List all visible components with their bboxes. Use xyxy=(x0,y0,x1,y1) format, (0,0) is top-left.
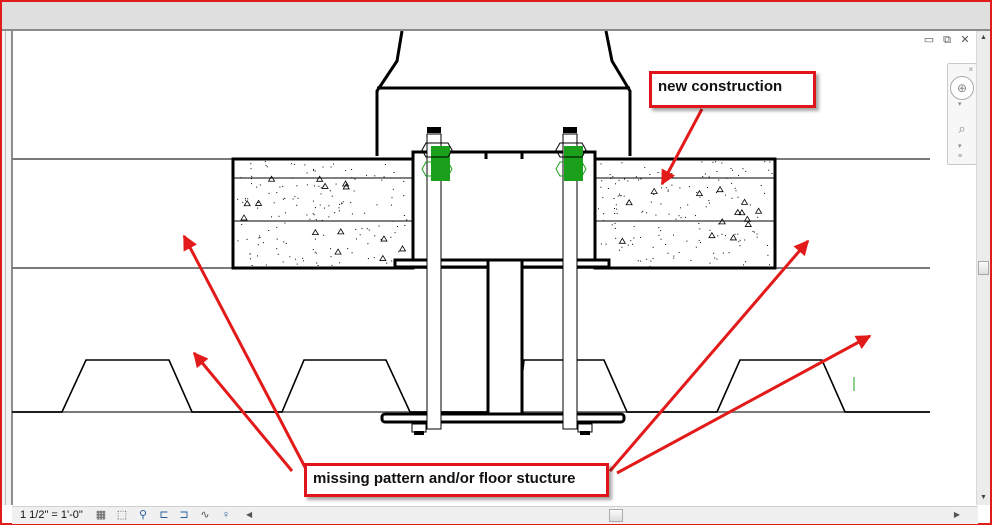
column-taper xyxy=(375,30,404,156)
arrow-new-construction xyxy=(660,108,704,186)
zoom-fit-icon[interactable]: ⊕ xyxy=(950,76,974,100)
scroll-up-icon[interactable]: ▲ xyxy=(980,34,987,41)
reveal-hidden-icon[interactable]: ♀ xyxy=(221,509,231,521)
view-control-bar: 1 1/2" = 1'-0" ▦ ⬚ ⚲ ⊏ ⊐ ∿ ♀ ◀ ▶ xyxy=(12,506,978,524)
view-window-controls: ▭ ⧉ ✕ xyxy=(922,34,972,46)
arrow-missing-1 xyxy=(182,234,309,472)
concrete-slab-left xyxy=(231,157,415,270)
scroll-left-icon[interactable]: ◀ xyxy=(246,510,253,519)
show-crop-region-icon[interactable]: ⊐ xyxy=(179,509,189,521)
minimize-icon[interactable]: ▭ xyxy=(923,34,935,46)
section-drawing xyxy=(12,30,930,475)
vertical-scroll-thumb[interactable] xyxy=(978,261,989,275)
arrow-missing-3 xyxy=(608,239,810,472)
drawing-canvas[interactable] xyxy=(12,30,978,505)
view-scale[interactable]: 1 1/2" = 1'-0" xyxy=(20,509,83,521)
temporary-hide-icon[interactable]: ∿ xyxy=(200,509,210,521)
callout-missing-pattern: missing pattern and/or floor stucture xyxy=(304,463,609,497)
horizontal-scroll-thumb[interactable] xyxy=(609,509,623,522)
arrow-missing-4 xyxy=(616,334,872,475)
detail-level-icon[interactable]: ▦ xyxy=(95,509,107,521)
navigation-bar: × ⊕ ▾ ⌕ ▾ ≡ xyxy=(947,63,977,165)
scroll-right-icon[interactable]: ▶ xyxy=(953,510,960,519)
anchor-rod-right xyxy=(555,127,593,435)
chevron-down-icon[interactable]: ▾ xyxy=(958,101,962,108)
arrow-missing-2 xyxy=(192,351,294,472)
sun-path-off-icon[interactable]: ⚲ xyxy=(138,509,148,521)
close-icon[interactable]: ✕ xyxy=(960,34,970,46)
metal-deck-profile xyxy=(12,359,930,413)
vertical-scrollbar[interactable]: ▲ ▼ xyxy=(976,31,990,505)
concrete-slab-right xyxy=(593,157,777,270)
anchor-rod-left xyxy=(411,127,453,435)
column-web xyxy=(486,258,524,422)
bottom-plate xyxy=(380,412,626,424)
scroll-down-icon[interactable]: ▼ xyxy=(980,494,987,501)
navbar-menu-icon[interactable]: ≡ xyxy=(958,153,963,160)
concrete-stipple-pattern xyxy=(237,161,773,267)
callout-new-construction: new construction xyxy=(649,71,816,108)
navbar-close-icon[interactable]: × xyxy=(968,65,973,74)
title-bar xyxy=(2,2,990,31)
visual-style-icon[interactable]: ⬚ xyxy=(116,509,128,521)
chevron-down-icon[interactable]: ▾ xyxy=(958,143,962,150)
horizontal-scrollbar[interactable]: ◀ ▶ xyxy=(244,507,978,524)
zoom-icon[interactable]: ⌕ xyxy=(958,121,966,136)
restore-icon[interactable]: ⧉ xyxy=(943,34,951,46)
crop-view-icon[interactable]: ⊏ xyxy=(159,509,169,521)
